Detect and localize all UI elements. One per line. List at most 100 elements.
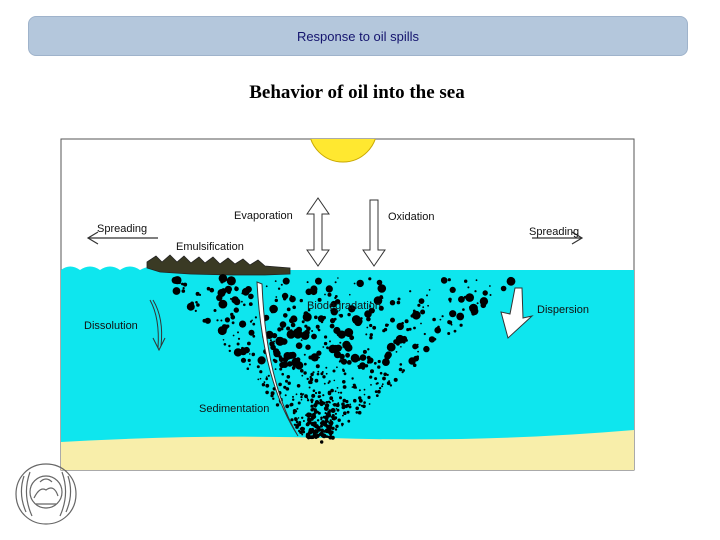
- oil-droplet: [409, 290, 412, 293]
- oil-droplet: [194, 309, 197, 312]
- oil-droplet: [383, 372, 388, 377]
- oil-droplet: [303, 362, 307, 366]
- oil-droplet: [339, 341, 342, 344]
- oil-droplet: [241, 292, 244, 295]
- label-emulsification: Emulsification: [176, 241, 244, 253]
- oil-droplet: [327, 390, 332, 395]
- oil-droplet: [400, 346, 402, 348]
- oil-droplet: [265, 285, 268, 288]
- oil-droplet: [344, 343, 353, 352]
- oil-droplet: [257, 378, 260, 381]
- oil-droplet: [339, 313, 344, 318]
- oil-droplet: [397, 297, 401, 301]
- slide-title: Behavior of oil into the sea: [249, 82, 465, 103]
- oil-droplet: [350, 353, 360, 363]
- oil-droplet: [339, 359, 343, 363]
- oil-droplet: [358, 403, 361, 406]
- oil-droplet: [283, 297, 287, 301]
- oil-droplet: [265, 376, 268, 378]
- oil-droplet: [300, 331, 310, 340]
- oil-droplet: [358, 389, 361, 392]
- oil-droplet: [304, 394, 308, 399]
- oil-droplet: [279, 367, 283, 371]
- oil-droplet: [427, 304, 429, 307]
- oil-droplet: [320, 440, 324, 444]
- oil-droplet: [313, 424, 317, 428]
- oil-droplet: [237, 331, 239, 334]
- oil-droplet: [370, 384, 372, 386]
- oil-droplet: [432, 317, 436, 322]
- oil-droplet: [252, 322, 256, 326]
- spreading-left-arrow: [86, 231, 158, 245]
- oil-droplet: [462, 308, 465, 311]
- oil-droplet: [182, 287, 185, 290]
- oil-droplet: [376, 382, 379, 385]
- oil-droplet: [310, 287, 318, 296]
- oil-droplet: [336, 408, 340, 412]
- oil-droplet: [401, 335, 408, 342]
- oil-droplet: [316, 425, 321, 431]
- oil-droplet: [303, 353, 306, 356]
- oil-droplet: [321, 433, 327, 439]
- oil-droplet: [464, 279, 468, 283]
- oil-droplet: [329, 305, 332, 308]
- oil-droplet: [239, 348, 247, 356]
- oil-droplet: [412, 343, 418, 350]
- oil-droplet: [336, 387, 339, 389]
- oil-droplet: [379, 371, 383, 375]
- oil-droplet: [362, 349, 367, 354]
- oil-droplet: [328, 380, 331, 383]
- oil-droplet: [295, 420, 299, 424]
- oil-droplet: [309, 430, 313, 434]
- oil-droplet: [365, 333, 368, 336]
- oil-droplet: [289, 295, 296, 303]
- oil-droplet: [439, 318, 442, 321]
- oil-droplet: [293, 423, 297, 426]
- oil-droplet: [249, 320, 253, 323]
- oil-droplet: [327, 410, 331, 415]
- oil-droplet: [332, 403, 335, 406]
- oil-droplet: [369, 323, 373, 328]
- oil-droplet: [343, 411, 347, 416]
- oil-droplet: [412, 363, 417, 368]
- oil-droplet: [465, 293, 475, 302]
- oil-droplet: [353, 282, 356, 285]
- oil-droplet: [342, 404, 346, 408]
- oil-droplet: [293, 328, 302, 338]
- oil-droplet: [363, 388, 366, 391]
- oil-droplet: [398, 367, 403, 372]
- oil-droplet: [315, 364, 320, 369]
- oil-droplet: [290, 418, 294, 422]
- oil-droplet: [351, 315, 361, 324]
- oil-droplet: [386, 373, 389, 376]
- oil-droplet: [273, 340, 276, 343]
- oil-droplet: [426, 294, 428, 297]
- oil-droplet: [441, 315, 444, 318]
- oil-droplet: [329, 396, 334, 401]
- oil-droplet: [247, 358, 251, 362]
- oil-droplet: [320, 416, 323, 420]
- oil-droplet: [297, 401, 301, 405]
- oil-droplet: [314, 378, 319, 383]
- oil-droplet: [322, 346, 325, 348]
- oil-droplet: [325, 285, 333, 293]
- dispersion-arrow: [500, 287, 534, 339]
- oil-droplet: [317, 391, 321, 395]
- oil-droplet: [333, 379, 336, 382]
- oil-droplet: [475, 279, 478, 282]
- oil-droplet: [316, 350, 322, 356]
- oil-droplet: [316, 419, 320, 422]
- oil-droplet: [236, 342, 240, 346]
- sun-ray: [252, 108, 300, 123]
- oil-droplet: [351, 377, 354, 380]
- oil-droplet: [306, 397, 309, 400]
- oil-droplet: [335, 407, 338, 410]
- oil-droplet: [227, 290, 231, 294]
- oil-droplet: [213, 309, 217, 312]
- oil-droplet: [313, 357, 317, 361]
- oil-droplet: [355, 411, 359, 414]
- oil-droplet: [385, 323, 389, 327]
- label-evaporation: Evaporation: [234, 210, 293, 222]
- oil-droplet: [456, 312, 465, 321]
- oil-droplet: [218, 299, 228, 309]
